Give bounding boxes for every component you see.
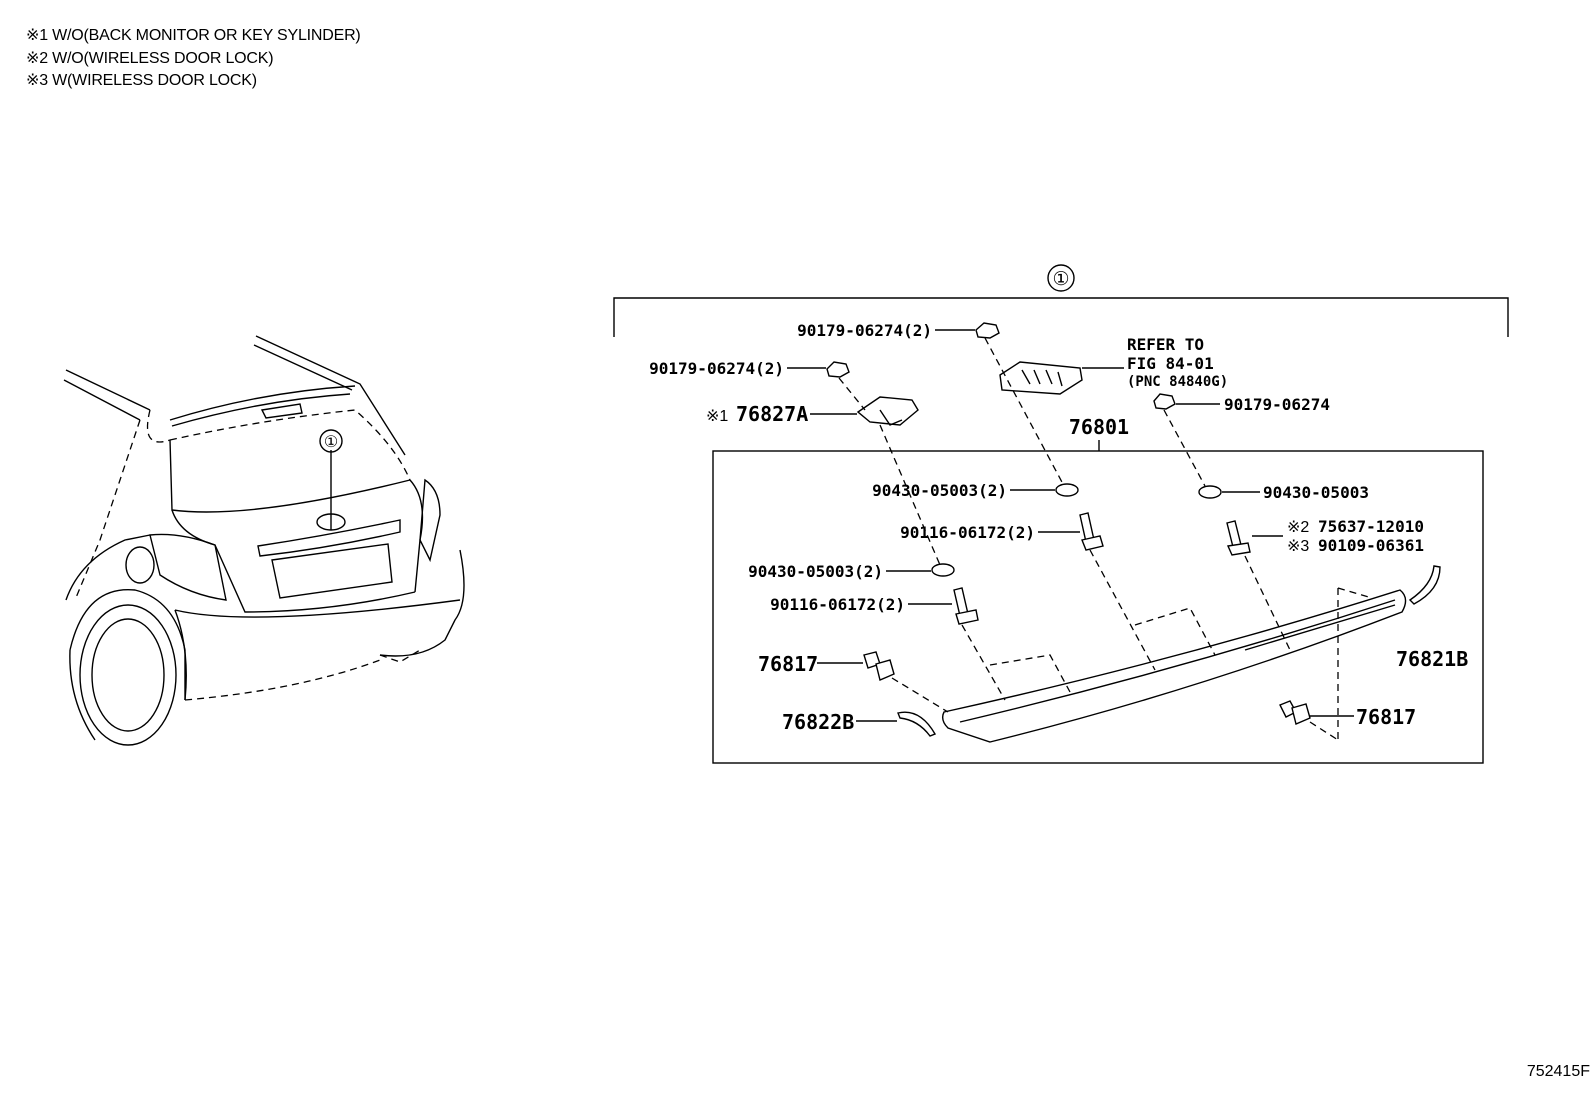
- washer-center: [1055, 483, 1079, 497]
- dashed-guides: [838, 337, 1373, 741]
- label-nut-top-left: 90179-06274(2): [649, 359, 784, 378]
- back-door-garnish: [941, 589, 1407, 743]
- assembly-callout-marker: ①: [1052, 269, 1069, 290]
- label-screw-right-a-prefix: ※2: [1287, 519, 1309, 536]
- label-washer-center: 90430-05003(2): [872, 481, 1007, 500]
- label-nut-right: 90179-06274: [1224, 395, 1330, 414]
- label-pad-right: 76821B: [1396, 647, 1468, 671]
- camera-bracket: [856, 396, 919, 426]
- license-lamp: [999, 361, 1083, 395]
- clip-right: [1279, 700, 1311, 725]
- label-washer-right: 90430-05003: [1263, 483, 1369, 502]
- label-refer-line1: REFER TO: [1127, 335, 1204, 354]
- label-pad-left: 76822B: [782, 710, 854, 734]
- label-refer-line3: (PNC 84840G): [1127, 374, 1228, 390]
- screw-left: [953, 587, 979, 625]
- footnote-1: ※1 W/O(BACK MONITOR OR KEY SYLINDER): [26, 27, 361, 44]
- label-screw-right-b-prefix: ※3: [1287, 538, 1309, 555]
- label-washer-left: 90430-05003(2): [748, 562, 883, 581]
- pad-right: [1408, 565, 1441, 605]
- vehicle-rear-view: ①: [63, 335, 465, 746]
- vehicle-callout-marker: ①: [324, 434, 338, 451]
- label-garnish: 76801: [1069, 415, 1129, 439]
- screw-center: [1079, 512, 1104, 551]
- label-camera-prefix: ※1: [706, 408, 728, 425]
- nut-top-left: [826, 361, 850, 378]
- screw-right: [1226, 520, 1251, 556]
- washer-left: [931, 563, 955, 577]
- label-screw-center: 90116-06172(2): [900, 523, 1035, 542]
- washer-right: [1198, 485, 1222, 499]
- label-clip-right: 76817: [1356, 705, 1416, 729]
- assembly-bracket: ①: [613, 264, 1509, 337]
- label-nut-top-center: 90179-06274(2): [797, 321, 932, 340]
- garnish-box: 76801: [712, 415, 1484, 764]
- nut-right: [1153, 393, 1176, 410]
- label-refer-line2: FIG 84-01: [1127, 354, 1214, 373]
- label-clip-left: 76817: [758, 652, 818, 676]
- clip-left: [863, 651, 895, 681]
- figure-id: 752415F: [1527, 1063, 1590, 1080]
- nut-top-center: [975, 322, 1000, 339]
- label-camera: 76827A: [736, 402, 808, 426]
- label-screw-right-a: 75637-12010: [1318, 517, 1424, 536]
- label-screw-left: 90116-06172(2): [770, 595, 905, 614]
- label-screw-right-b: 90109-06361: [1318, 536, 1424, 555]
- pad-left: [897, 711, 937, 737]
- footnote-3: ※3 W(WIRELESS DOOR LOCK): [26, 72, 257, 89]
- footnote-2: ※2 W/O(WIRELESS DOOR LOCK): [26, 50, 274, 67]
